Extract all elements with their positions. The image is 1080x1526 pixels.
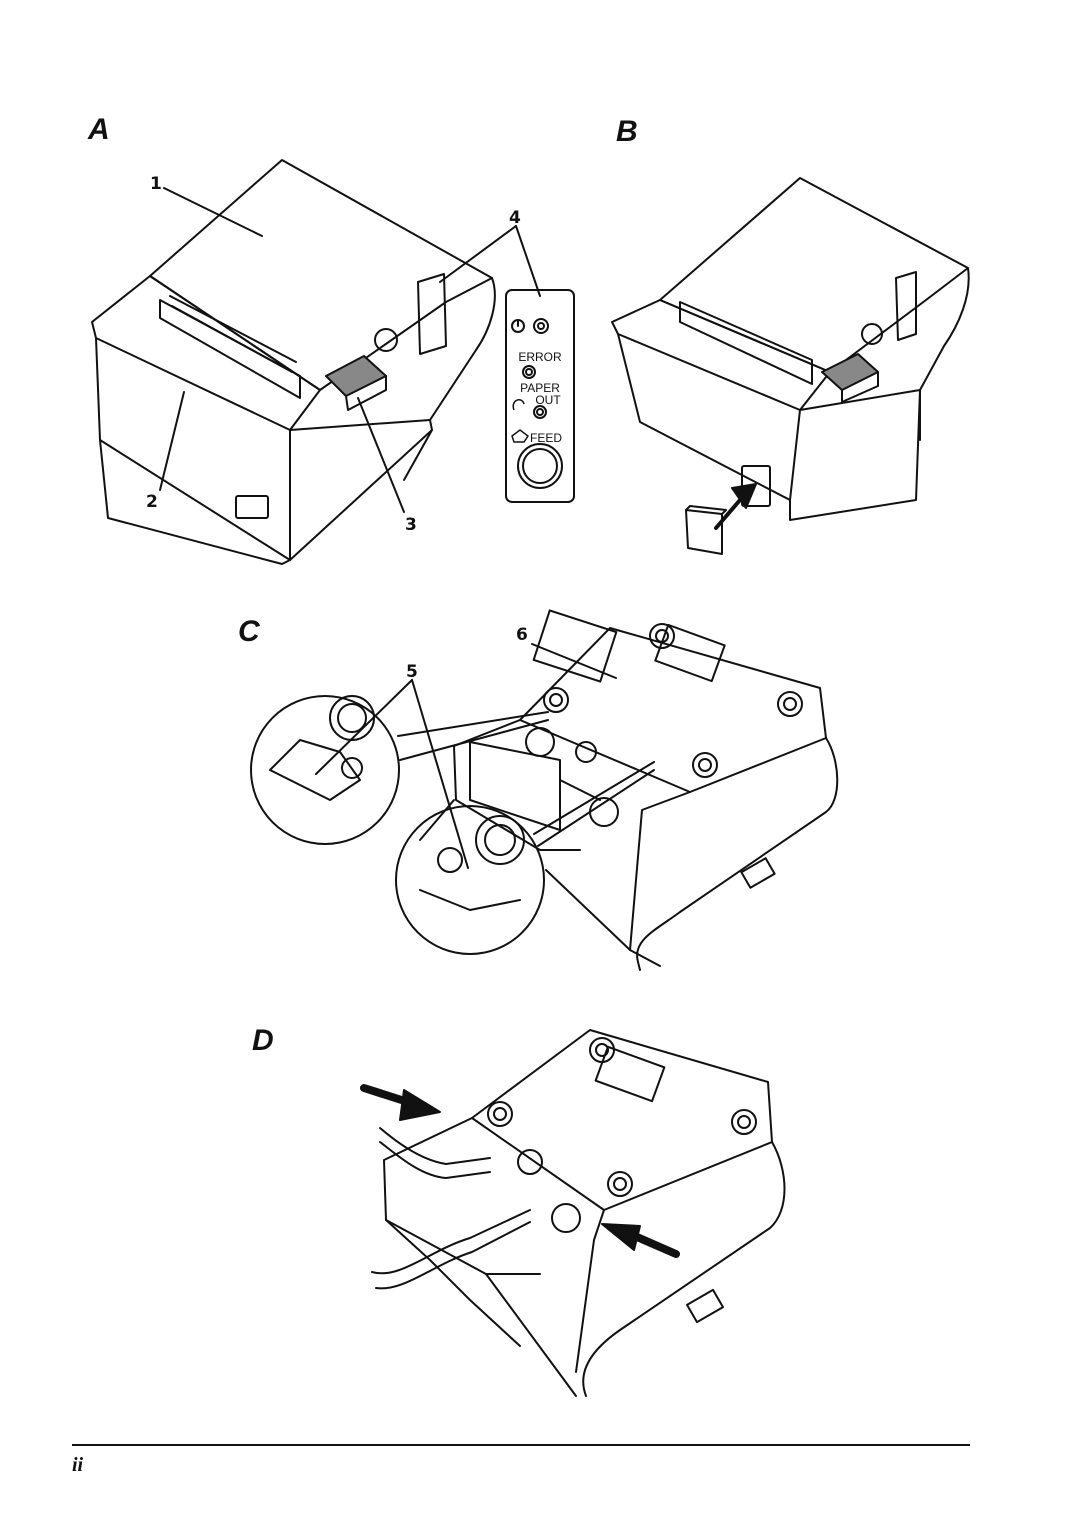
footer-rule — [72, 1444, 970, 1446]
detail-circle-right — [395, 805, 545, 955]
panel-paper-label: PAPER — [520, 381, 560, 395]
page-number: ii — [72, 1454, 84, 1476]
panel-out-label: OUT — [535, 393, 561, 407]
callout-4: 4 — [509, 208, 521, 228]
printer-d-illustration — [371, 1029, 786, 1397]
callout-3: 3 — [405, 515, 417, 535]
control-panel-illustration — [505, 289, 575, 503]
callout-5: 5 — [406, 662, 418, 682]
callout-2: 2 — [146, 492, 158, 512]
paper-out-icon — [512, 399, 525, 411]
figure-letter-b: B — [616, 115, 638, 148]
printer-c-illustration — [419, 609, 839, 971]
feed-icon — [511, 429, 530, 443]
panel-error-label: ERROR — [518, 350, 562, 364]
printer-b-illustration — [611, 177, 970, 555]
detail-circle-left — [250, 695, 400, 845]
arrow-icon — [731, 483, 757, 509]
arrow-icon — [360, 1084, 680, 1258]
figure-letter-c: C — [238, 615, 260, 648]
figure-letter-a: A — [88, 113, 110, 146]
printer-a-illustration — [91, 159, 496, 565]
figure-letter-d: D — [252, 1024, 274, 1057]
panel-feed-label: FEED — [530, 431, 562, 445]
callout-6: 6 — [516, 625, 528, 645]
callout-1: 1 — [150, 174, 162, 194]
